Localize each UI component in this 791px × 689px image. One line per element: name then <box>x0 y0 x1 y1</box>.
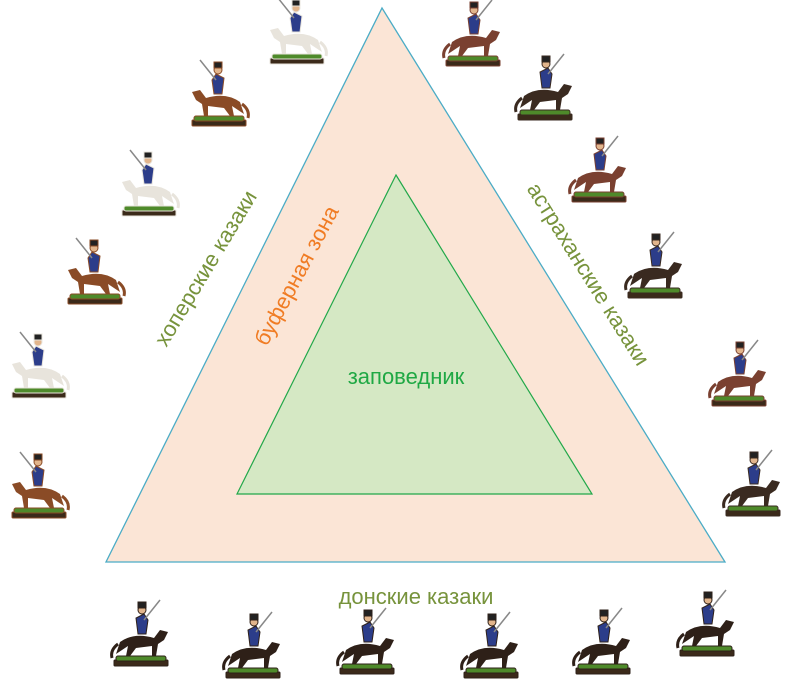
cossack-figurine <box>572 606 632 676</box>
center-label: заповедник <box>348 364 465 389</box>
cossack-figurine <box>568 134 628 204</box>
cossack-figurine <box>460 610 520 680</box>
cossack-figurine <box>10 450 70 520</box>
cossack-figurine <box>676 588 736 658</box>
cossack-figurine <box>66 236 126 306</box>
cossack-figurine <box>222 610 282 680</box>
cossack-figurine <box>336 606 396 676</box>
cossack-figurine <box>624 230 684 300</box>
cossack-figurine <box>268 0 328 66</box>
cossack-figurine <box>190 58 250 128</box>
cossack-figurine <box>514 52 574 122</box>
cossack-figurine <box>722 448 782 518</box>
cossack-figurine <box>110 598 170 668</box>
bottom-side-label: донские казаки <box>339 584 494 609</box>
cossack-figurine <box>120 148 180 218</box>
cossack-figurine <box>708 338 768 408</box>
inner-triangle <box>236 173 594 495</box>
cossack-figurine <box>10 330 70 400</box>
cossack-figurine <box>442 0 502 68</box>
